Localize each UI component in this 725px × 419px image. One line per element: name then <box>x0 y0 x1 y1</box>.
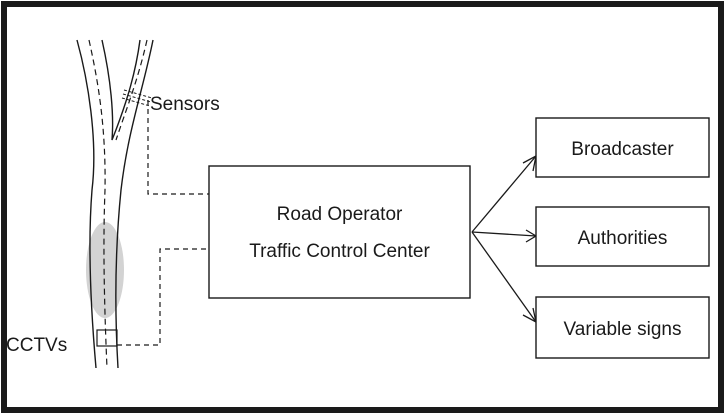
broadcaster-box <box>535 117 710 178</box>
cctv-coverage-area <box>86 222 124 318</box>
variable-signs-label: Variable signs <box>564 319 682 340</box>
authorities-label: Authorities <box>578 228 668 249</box>
cctv-link-line <box>117 248 209 346</box>
cctv-camera <box>96 329 118 347</box>
variable-signs-box <box>535 296 710 359</box>
authorities-box <box>535 206 710 267</box>
center-line2: Traffic Control Center <box>249 241 430 262</box>
cctv-label: CCTVs <box>6 335 67 356</box>
road-illustration <box>76 39 154 369</box>
broadcaster-label: Broadcaster <box>571 139 674 160</box>
sensor-link-line <box>147 100 209 195</box>
center-line1: Road Operator <box>277 204 403 225</box>
traffic-control-center-box <box>208 165 471 299</box>
sensors-label: Sensors <box>150 94 220 115</box>
